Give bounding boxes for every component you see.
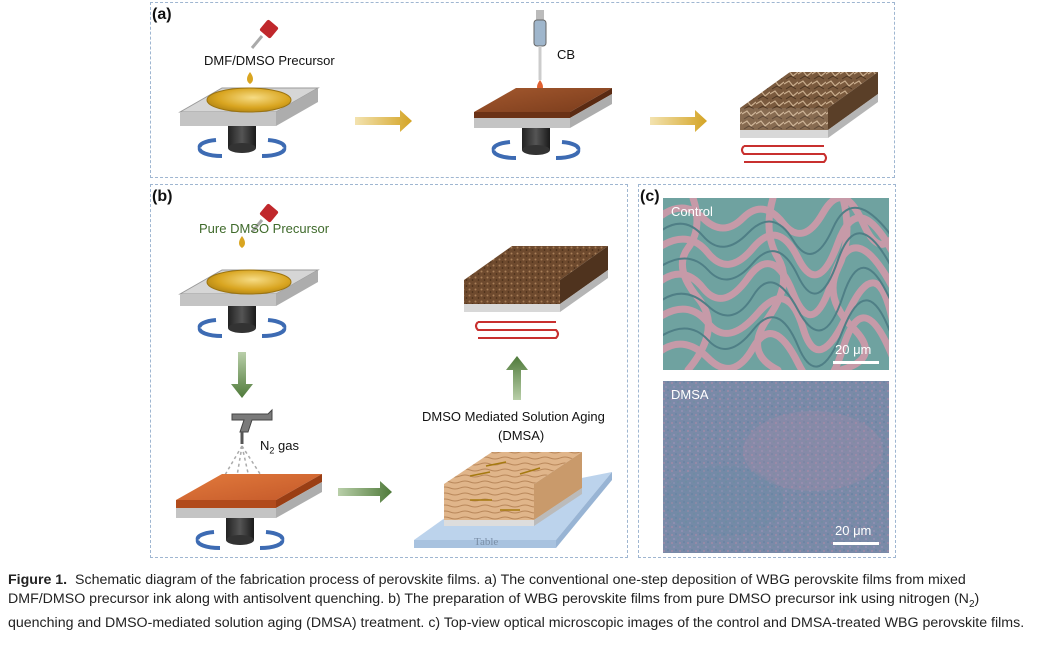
scale-bar-label: 20 μm — [835, 523, 872, 538]
dmsa-micrograph: DMSA 20 μm — [663, 381, 889, 553]
figure-caption: Figure 1. Schematic diagram of the fabri… — [8, 571, 1038, 633]
spin-coater-a1 — [178, 87, 320, 159]
panel-a-label: (a) — [152, 6, 172, 23]
droplet-icon — [247, 72, 253, 84]
aging-film-stack — [444, 452, 582, 526]
table-label: Table — [474, 536, 499, 548]
panel-b-frame — [150, 184, 628, 558]
spin-coater-b2 — [176, 474, 322, 551]
heater-coil-icon — [475, 321, 559, 339]
control-micrograph-image — [663, 198, 889, 370]
process-arrow-a2 — [650, 110, 707, 132]
droplet-icon — [239, 236, 245, 248]
aging-label-line2: (DMSA) — [498, 428, 545, 443]
panel-a-frame — [150, 2, 895, 178]
annealed-film-a — [740, 72, 878, 163]
precursor-label-a: DMF/DMSO Precursor — [204, 53, 335, 68]
scale-bar-label: 20 μm — [835, 342, 872, 357]
air-gun-icon — [231, 408, 273, 444]
dropper-icon — [250, 203, 279, 233]
panel-b-label: (b) — [152, 188, 173, 205]
dropper-icon — [250, 19, 279, 49]
process-arrow-b2 — [338, 481, 392, 503]
antisolvent-label: CB — [557, 47, 576, 62]
aging-label-line1: DMSO Mediated Solution Aging — [422, 409, 605, 424]
panel-c-frame — [638, 184, 896, 558]
figure-number: Figure 1. — [8, 572, 68, 588]
process-arrow-b3 — [506, 356, 528, 400]
heater-coil-icon — [741, 145, 827, 163]
spin-coater-b1 — [178, 269, 320, 339]
scale-bar — [833, 361, 879, 364]
process-arrow-a1 — [355, 110, 412, 132]
caption-text-rest: ) quenching and DMSO-mediated solution a… — [8, 591, 1025, 631]
caption-subscript: 2 — [968, 598, 975, 610]
spin-coater-a2 — [474, 88, 612, 161]
pipette-icon — [533, 10, 547, 80]
precursor-label-b: Pure DMSO Precursor — [199, 221, 330, 236]
control-micrograph: Control 20 μm — [663, 198, 889, 370]
process-arrow-b1 — [231, 352, 253, 398]
control-image-label: Control — [671, 204, 713, 219]
gas-label: N2 gas — [260, 438, 299, 456]
schematic-artwork — [176, 10, 878, 551]
dmsa-micrograph-image — [663, 381, 889, 553]
panel-c-label: (c) — [640, 188, 660, 205]
dmsa-image-label: DMSA — [671, 387, 709, 402]
annealed-film-b — [464, 246, 608, 339]
caption-text: Schematic diagram of the fabrication pro… — [8, 572, 969, 607]
scale-bar — [833, 542, 879, 545]
